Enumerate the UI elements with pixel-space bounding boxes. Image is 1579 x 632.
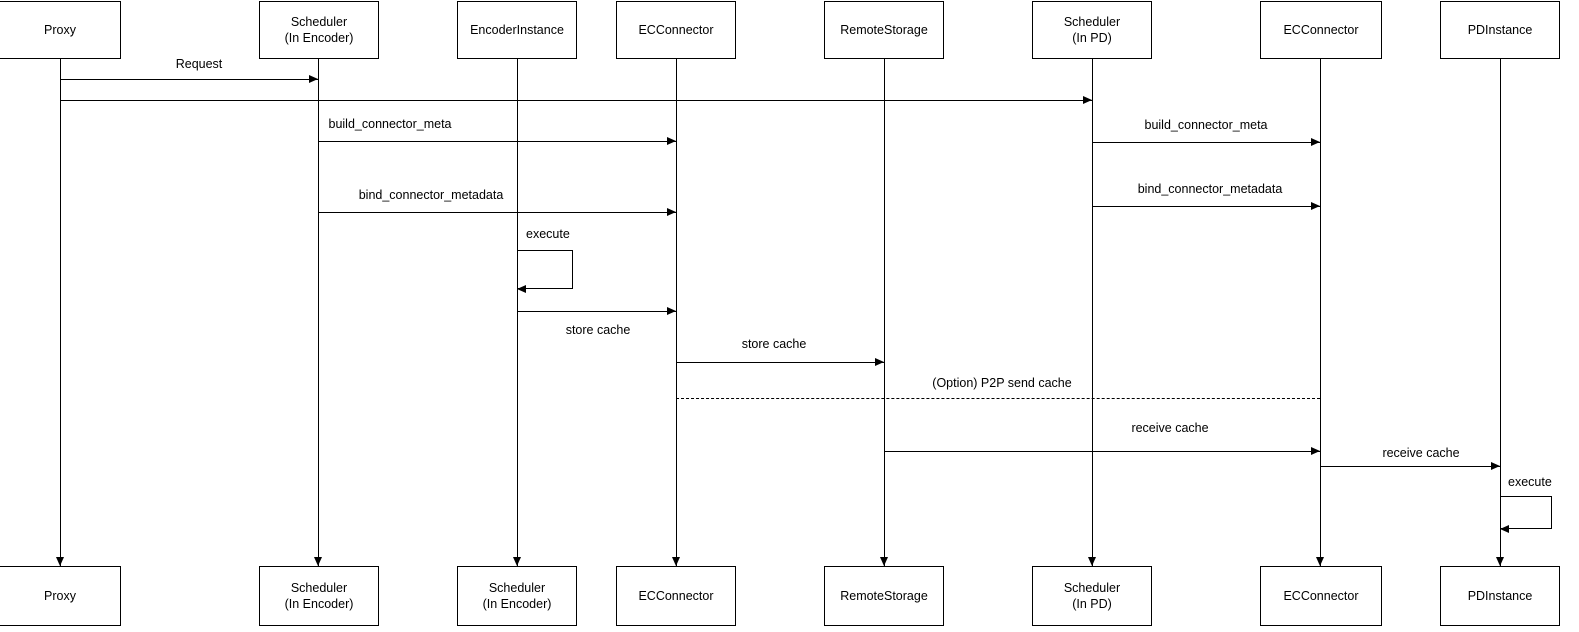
lifeline-end-arrow-ec_conn_enc bbox=[672, 557, 680, 566]
participant-label-bottom-line2: (In Encoder) bbox=[482, 597, 552, 611]
arrowhead-request bbox=[309, 75, 318, 83]
message-line-bind-connector-metadata-pd[interactable] bbox=[1092, 206, 1320, 207]
lifeline-proxy bbox=[60, 59, 61, 566]
arrowhead-bind-connector-metadata-pd bbox=[1311, 202, 1320, 210]
message-line-store-cache-remote[interactable] bbox=[676, 362, 884, 363]
message-line-build-connector-meta-enc[interactable] bbox=[318, 141, 676, 142]
participant-box-bottom-ec_conn_pd[interactable]: ECConnector bbox=[1260, 566, 1382, 626]
participant-label-top-line1: Scheduler bbox=[1063, 15, 1121, 29]
lifeline-end-arrow-sched_enc bbox=[314, 557, 322, 566]
participant-box-bottom-proxy[interactable]: Proxy bbox=[0, 566, 121, 626]
message-label-execute-pd: execute bbox=[1508, 475, 1552, 489]
participant-label-top-line1: EncoderInstance bbox=[470, 23, 564, 37]
arrowhead-receive-cache-ec bbox=[1311, 447, 1320, 455]
lifeline-sched_pd bbox=[1092, 59, 1093, 566]
participant-label-bottom-line1: Scheduler bbox=[290, 581, 348, 595]
message-label-store-cache-enc: store cache bbox=[565, 323, 631, 337]
participant-box-bottom-encoder_inst[interactable]: Scheduler (In Encoder) bbox=[457, 566, 577, 626]
participant-box-bottom-sched_pd[interactable]: Scheduler (In PD) bbox=[1032, 566, 1152, 626]
participant-box-bottom-sched_enc[interactable]: Scheduler (In Encoder) bbox=[259, 566, 379, 626]
message-line-request[interactable] bbox=[60, 79, 318, 80]
participant-box-top-pd_inst[interactable]: PDInstance bbox=[1440, 1, 1560, 59]
participant-label-bottom-line1: RemoteStorage bbox=[840, 589, 928, 603]
lifeline-ec_conn_enc bbox=[676, 59, 677, 566]
participant-box-top-proxy[interactable]: Proxy bbox=[0, 1, 121, 59]
lifeline-end-arrow-proxy bbox=[56, 557, 64, 566]
participant-label-top-line1: Proxy bbox=[44, 23, 76, 37]
message-line-receive-cache-pd[interactable] bbox=[1320, 466, 1500, 467]
participant-box-top-ec_conn_pd[interactable]: ECConnector bbox=[1260, 1, 1382, 59]
arrowhead-receive-cache-pd bbox=[1491, 462, 1500, 470]
lifeline-end-arrow-pd_inst bbox=[1496, 557, 1504, 566]
self-message-loop-execute-encoder[interactable] bbox=[517, 250, 573, 289]
message-label-request: Request bbox=[175, 57, 223, 71]
lifeline-encoder_inst bbox=[517, 59, 518, 566]
lifeline-end-arrow-encoder_inst bbox=[513, 557, 521, 566]
participant-label-top-line1: ECConnector bbox=[638, 23, 714, 37]
participant-label-bottom-line1: Scheduler bbox=[488, 581, 546, 595]
message-label-execute-encoder: execute bbox=[526, 227, 570, 241]
participant-label-bottom-line1: Scheduler bbox=[1063, 581, 1121, 595]
lifeline-sched_enc bbox=[318, 59, 319, 566]
message-line-store-cache-enc[interactable] bbox=[517, 311, 676, 312]
message-label-build-connector-meta-pd: build_connector_meta bbox=[1144, 118, 1268, 132]
message-label-bind-connector-metadata-enc: bind_connector_metadata bbox=[358, 188, 504, 202]
participant-box-top-sched_pd[interactable]: Scheduler (In PD) bbox=[1032, 1, 1152, 59]
participant-label-bottom-line1: ECConnector bbox=[638, 589, 714, 603]
lifeline-pd_inst bbox=[1500, 59, 1501, 566]
participant-box-top-remote_store[interactable]: RemoteStorage bbox=[824, 1, 944, 59]
arrowhead-store-cache-remote bbox=[875, 358, 884, 366]
arrowhead-build-connector-meta-pd bbox=[1311, 138, 1320, 146]
participant-label-top-line1: RemoteStorage bbox=[840, 23, 928, 37]
lifeline-end-arrow-sched_pd bbox=[1088, 557, 1096, 566]
message-label-build-connector-meta-enc: build_connector_meta bbox=[328, 117, 452, 131]
arrowhead-execute-encoder bbox=[517, 285, 526, 293]
message-line-proxy-to-sched-pd[interactable] bbox=[60, 100, 1092, 101]
participant-label-bottom-line1: PDInstance bbox=[1467, 589, 1533, 603]
participant-label-top-line1: ECConnector bbox=[1283, 23, 1359, 37]
message-label-store-cache-remote: store cache bbox=[741, 337, 807, 351]
participant-label-bottom-line2: (In PD) bbox=[1072, 597, 1112, 611]
lifeline-end-arrow-ec_conn_pd bbox=[1316, 557, 1324, 566]
participant-label-bottom-line2: (In Encoder) bbox=[284, 597, 354, 611]
arrowhead-proxy-to-sched-pd bbox=[1083, 96, 1092, 104]
arrowhead-store-cache-enc bbox=[667, 307, 676, 315]
message-label-bind-connector-metadata-pd: bind_connector_metadata bbox=[1137, 182, 1283, 196]
participant-label-top-line2: (In Encoder) bbox=[284, 31, 354, 45]
lifeline-ec_conn_pd bbox=[1320, 59, 1321, 566]
message-line-build-connector-meta-pd[interactable] bbox=[1092, 142, 1320, 143]
participant-box-bottom-pd_inst[interactable]: PDInstance bbox=[1440, 566, 1560, 626]
arrowhead-bind-connector-metadata-enc bbox=[667, 208, 676, 216]
self-message-loop-execute-pd[interactable] bbox=[1500, 496, 1552, 529]
participant-label-bottom-line1: Proxy bbox=[44, 589, 76, 603]
message-line-p2p-send-cache[interactable] bbox=[676, 398, 1320, 399]
participant-label-bottom-line1: ECConnector bbox=[1283, 589, 1359, 603]
participant-box-bottom-remote_store[interactable]: RemoteStorage bbox=[824, 566, 944, 626]
lifeline-end-arrow-remote_store bbox=[880, 557, 888, 566]
participant-box-top-ec_conn_enc[interactable]: ECConnector bbox=[616, 1, 736, 59]
arrowhead-build-connector-meta-enc bbox=[667, 137, 676, 145]
participant-box-top-sched_enc[interactable]: Scheduler (In Encoder) bbox=[259, 1, 379, 59]
message-line-receive-cache-ec[interactable] bbox=[884, 451, 1320, 452]
message-label-p2p-send-cache: (Option) P2P send cache bbox=[932, 376, 1072, 390]
participant-label-top-line2: (In PD) bbox=[1072, 31, 1112, 45]
participant-box-bottom-ec_conn_enc[interactable]: ECConnector bbox=[616, 566, 736, 626]
message-label-receive-cache-pd: receive cache bbox=[1382, 446, 1460, 460]
participant-box-top-encoder_inst[interactable]: EncoderInstance bbox=[457, 1, 577, 59]
message-label-receive-cache-ec: receive cache bbox=[1131, 421, 1209, 435]
participant-label-top-line1: Scheduler bbox=[290, 15, 348, 29]
arrowhead-execute-pd bbox=[1500, 525, 1509, 533]
participant-label-top-line1: PDInstance bbox=[1467, 23, 1533, 37]
lifeline-remote_store bbox=[884, 59, 885, 566]
message-line-bind-connector-metadata-enc[interactable] bbox=[318, 212, 676, 213]
